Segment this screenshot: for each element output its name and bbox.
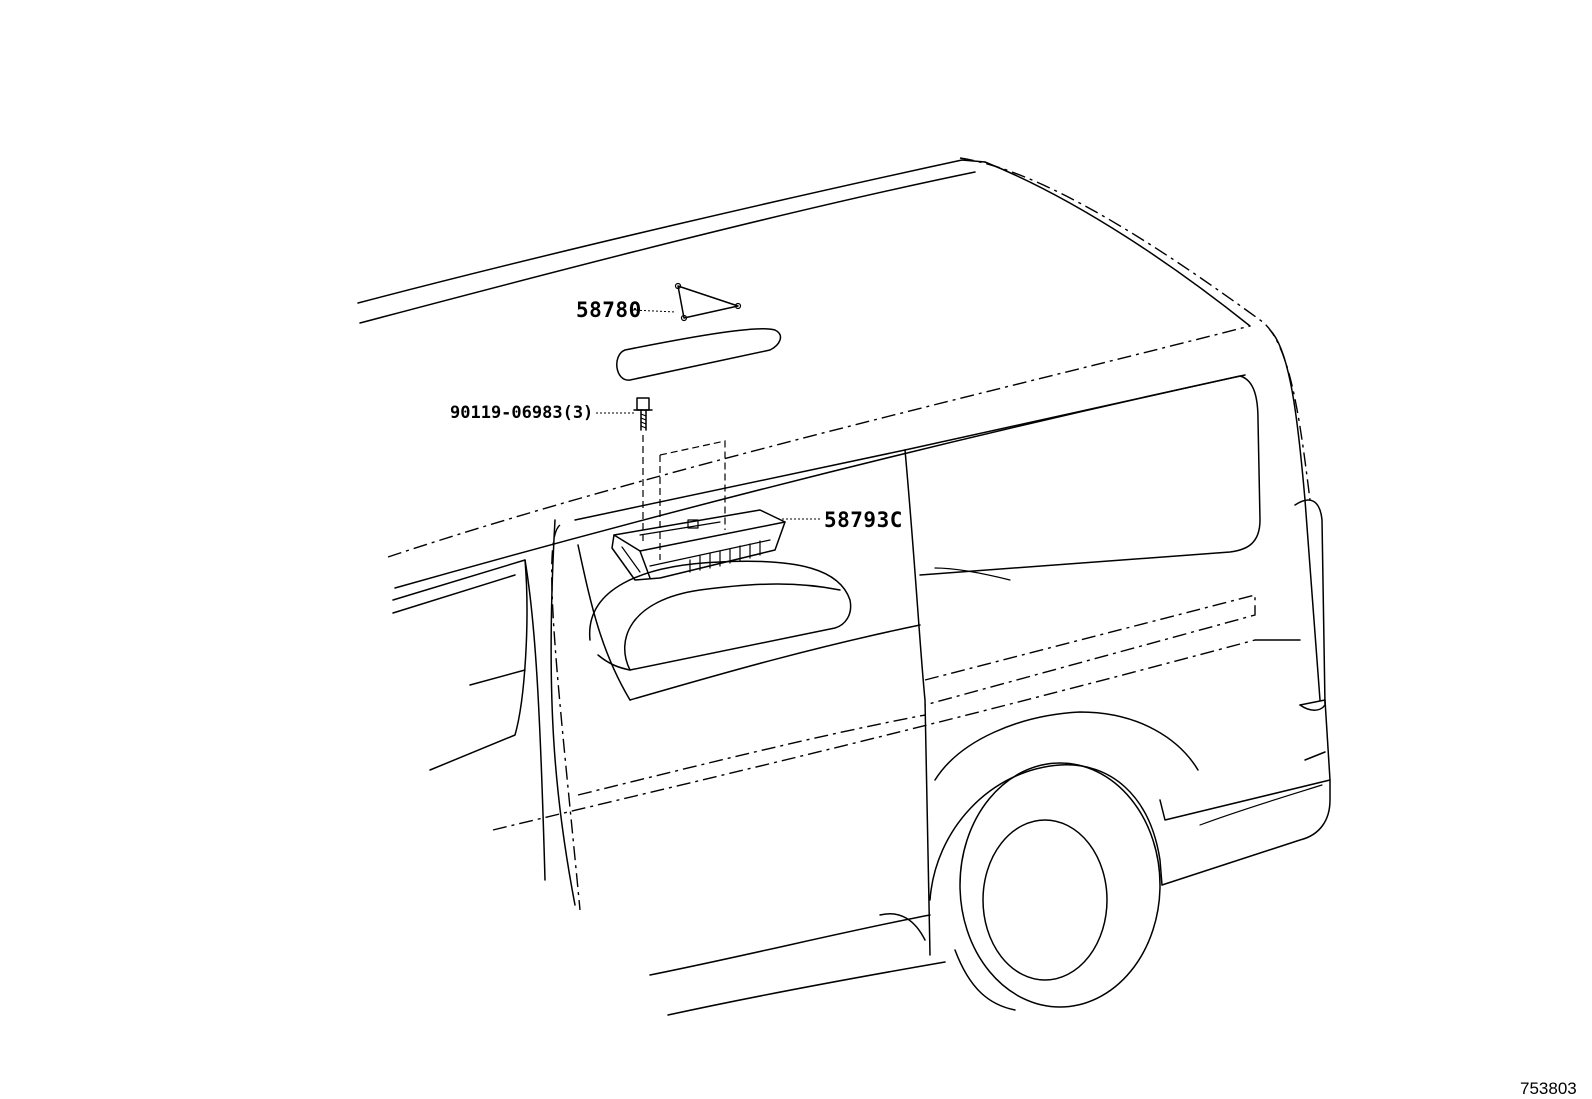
part-label-bolt: 90119-06983(3): [450, 403, 593, 423]
part-label-58793C: 58793C: [824, 508, 903, 532]
part-label-58780: 58780: [576, 298, 642, 322]
bolt-part: [633, 397, 653, 545]
figure-id: 753803: [1520, 1079, 1577, 1098]
leader-58780: [631, 309, 677, 313]
mat-triangle-part: [616, 282, 782, 381]
tray-part: [611, 440, 786, 581]
van-body: [357, 157, 1331, 1016]
